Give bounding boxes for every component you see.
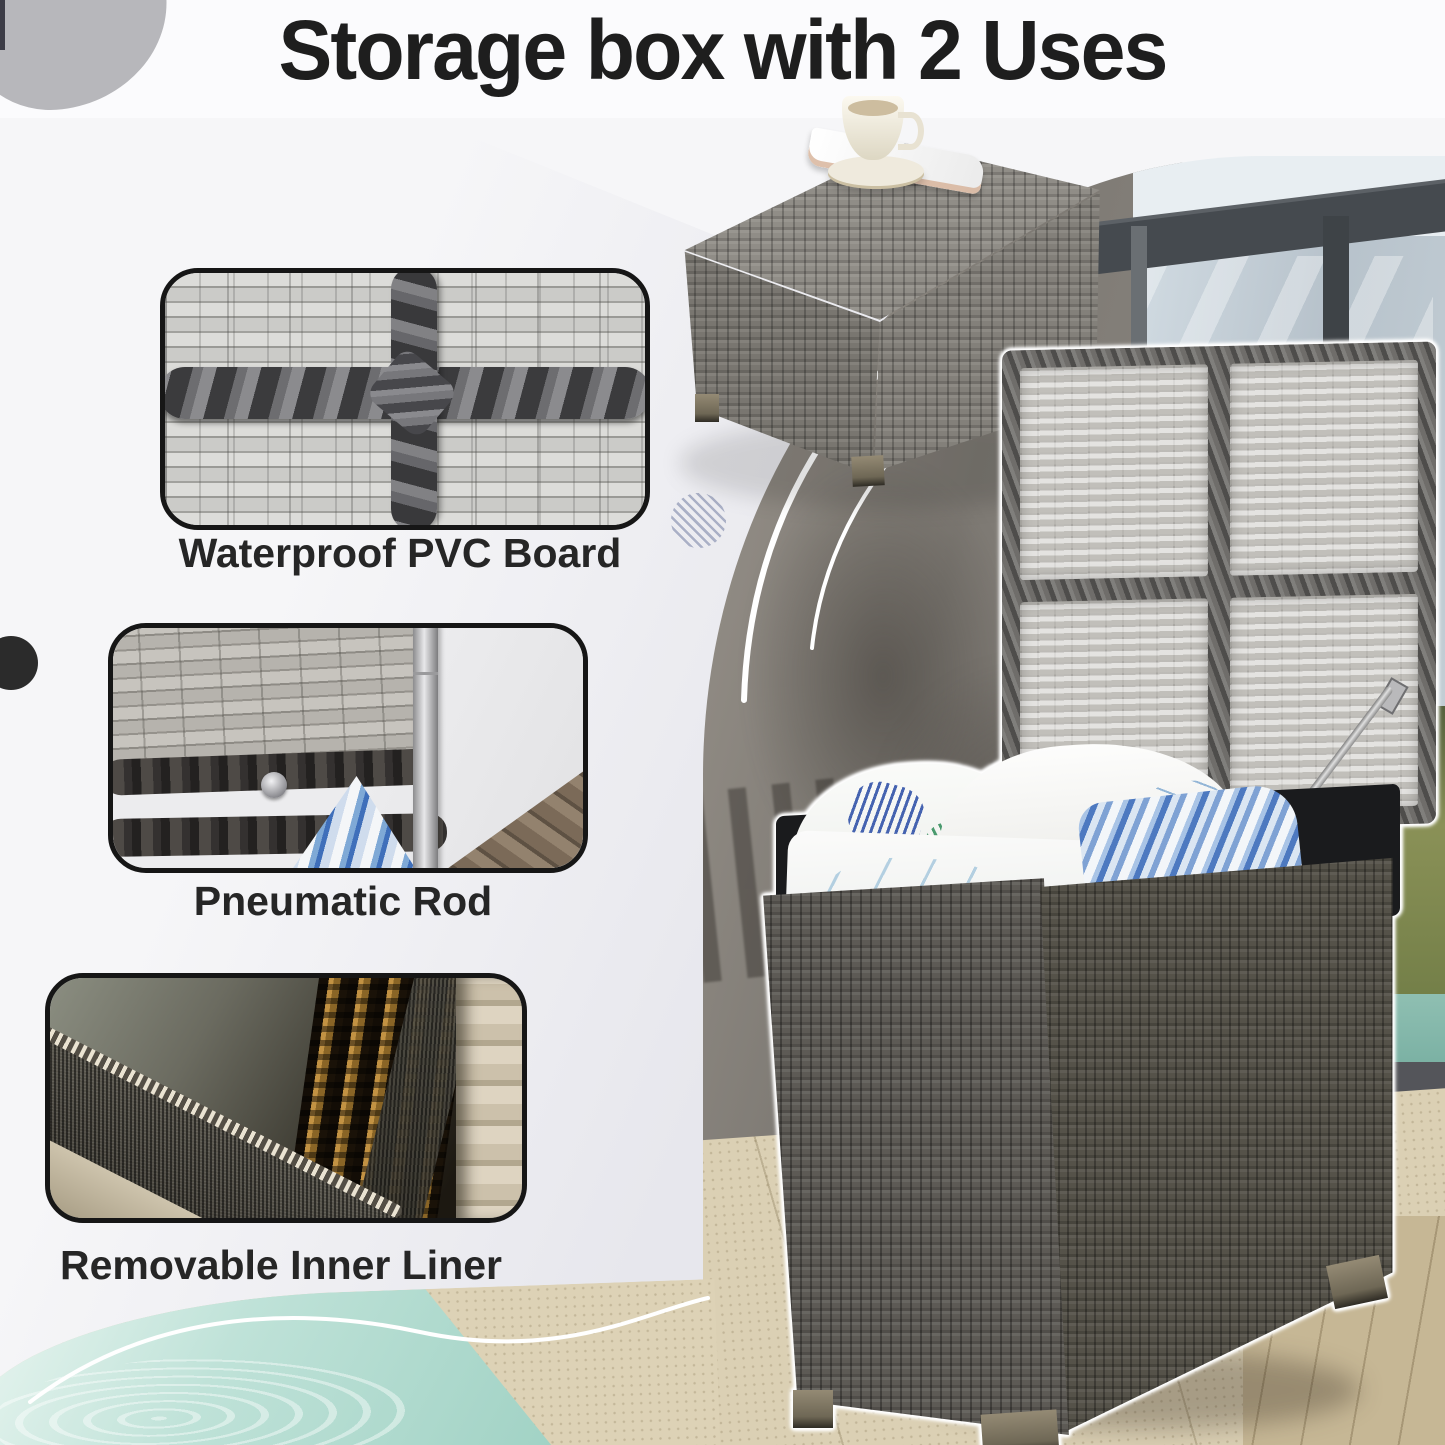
rope-coil-edge (456, 978, 522, 1218)
feature-label-pneumatic-rod: Pneumatic Rod (193, 878, 493, 924)
open-box-foot (1326, 1254, 1388, 1310)
open-box-foot (980, 1409, 1060, 1445)
rod-segment-line (413, 672, 438, 675)
feature-label-inner-liner: Removable Inner Liner (59, 1242, 502, 1288)
pneumatic-rod-closeup (413, 628, 438, 868)
hinge-screw (261, 772, 287, 798)
feature-label-pvc-board: Waterproof PVC Board (178, 530, 622, 576)
open-box-foot (793, 1390, 833, 1428)
teacup-handle (898, 112, 924, 150)
closed-box-foot (695, 394, 719, 422)
feature-photo-inner-liner (45, 973, 527, 1223)
open-box-right-face (1040, 857, 1393, 1431)
tea-surface (848, 100, 898, 116)
open-box-front-face (763, 878, 1069, 1435)
page-title: Storage box with 2 Uses (278, 3, 1169, 97)
top-light-band (0, 0, 1445, 118)
corner-edge-line (0, 0, 5, 50)
feature-photo-pneumatic-rod (108, 623, 588, 873)
hatched-circle-decor (671, 493, 726, 548)
lid-panel (1230, 359, 1418, 576)
lid-panel (1020, 364, 1208, 581)
saucer (828, 156, 924, 186)
closed-box-photo (650, 88, 1120, 508)
feature-photo-pvc-board (160, 268, 650, 530)
